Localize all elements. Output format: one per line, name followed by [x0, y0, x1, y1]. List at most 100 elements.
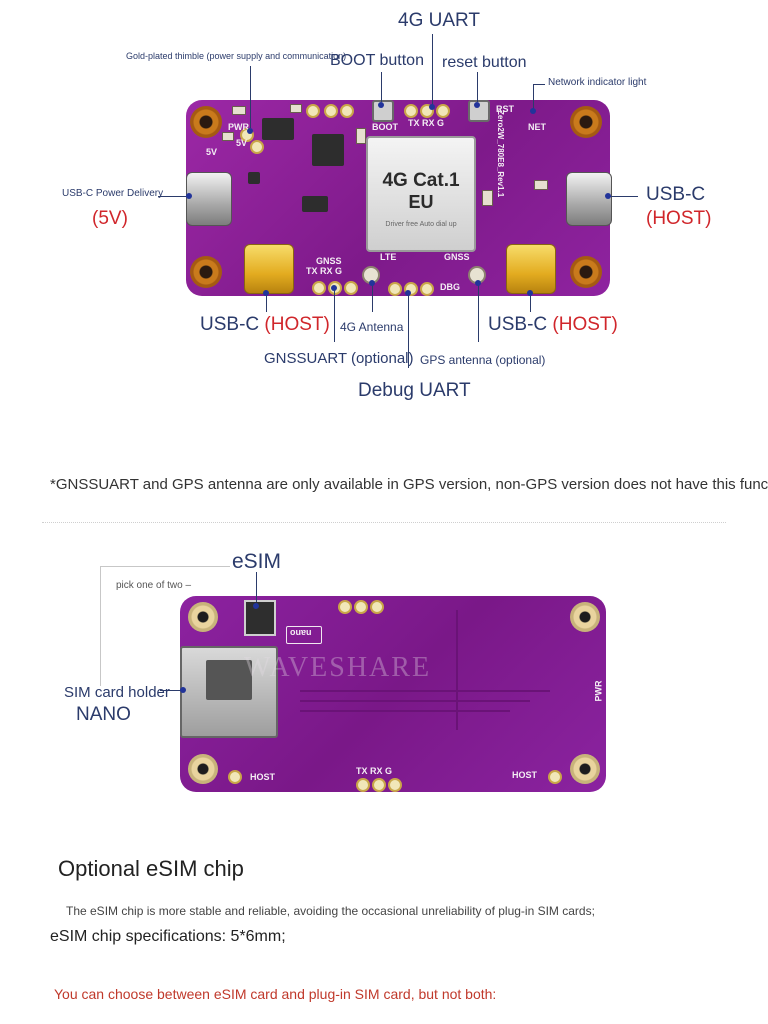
leader-thimble-h [250, 66, 251, 128]
sim-slot [206, 660, 252, 700]
dot-gnss-uart [331, 285, 337, 291]
label-pick-one: pick one of two – [116, 580, 192, 591]
trace-c [300, 710, 510, 712]
module-region: EU [408, 192, 434, 212]
chip-power-ic [262, 118, 294, 140]
silk-5v: 5V [236, 138, 248, 148]
footnote: *GNSSUART and GPS antenna are only avail… [50, 476, 768, 493]
silk-gnss-left: GNSS [316, 256, 342, 266]
back-pad-g [388, 778, 402, 792]
gnss-pad-3 [344, 281, 358, 295]
silk-rst: RST [496, 104, 514, 114]
usbc-host-bottom-right-connector [506, 244, 556, 294]
label-usbc-pd: USB-C Power Delivery [62, 188, 164, 199]
section-divider [42, 522, 726, 523]
leader-pick-h [100, 566, 230, 567]
leader-debug-uart [408, 294, 409, 368]
leader-boot [381, 72, 382, 102]
label-usbc-right-host: (HOST) [646, 208, 712, 229]
label-usbc-bottom-left: USB-C (HOST) [200, 314, 330, 336]
reset-button-part [468, 100, 490, 122]
label-net-light: Network indicator light [548, 77, 647, 88]
module-title: 4G Cat.1 [382, 170, 460, 191]
label-gold-thimble: Gold-plated thimble (power supply and co… [126, 51, 347, 61]
trace-a [300, 690, 550, 692]
dot-net [530, 108, 536, 114]
dot-usbc-right [605, 193, 611, 199]
smd-c [356, 128, 366, 144]
back-pad-host-r [548, 770, 562, 784]
top-pad-c [340, 104, 354, 118]
label-4g-uart: 4G UART [398, 10, 481, 31]
leader-gnss-uart [334, 290, 335, 342]
gnss-pad-1 [312, 281, 326, 295]
usbc-power-connector [186, 172, 232, 226]
dot-gps-ant [475, 280, 481, 286]
leader-net-h [533, 84, 545, 85]
label-boot-button: BOOT button [330, 52, 424, 69]
label-esim: eSIM [232, 550, 282, 573]
smd-e [534, 180, 548, 190]
chip-usb-hub [312, 134, 344, 166]
back-silk-nano: nano [290, 628, 312, 638]
chip-small-b [248, 172, 260, 184]
module-side-text: Zero2W_780E8_Rev1.1 [496, 110, 505, 198]
dot-esim [253, 603, 259, 609]
smd-a [232, 106, 246, 115]
back-pad-1 [338, 600, 352, 614]
silk-txrxg-top: TX RX G [408, 118, 445, 128]
top-pad-b [324, 104, 338, 118]
label-usbc-br-b: (HOST) [552, 314, 618, 335]
dbg-pad-3 [420, 282, 434, 296]
leader-usbc-right [608, 196, 638, 197]
back-silk-txrxg: TX RX G [356, 766, 393, 776]
dot-boot [378, 102, 384, 108]
leader-usbc-br [530, 292, 531, 312]
dot-reset [474, 102, 480, 108]
dot-4g-uart [429, 104, 435, 110]
trace-b [300, 700, 530, 702]
dot-sim-holder [180, 687, 186, 693]
leader-usbc-pd [158, 196, 188, 197]
smd-b [290, 104, 302, 113]
trace-d [456, 610, 458, 730]
label-usbc-right: USB-C [646, 184, 706, 205]
chip-small-a [302, 196, 328, 212]
dot-usbc-pd [186, 193, 192, 199]
leader-gps-ant [478, 282, 479, 342]
dot-debug-uart [405, 290, 411, 296]
dot-usbc-bl [263, 290, 269, 296]
leader-reset [477, 72, 478, 102]
label-usbc-bottom-right: USB-C (HOST) [488, 314, 618, 336]
mount-hole-tl [190, 106, 222, 138]
dot-usbc-br [527, 290, 533, 296]
dot-thimble [247, 128, 253, 134]
silk-boot: BOOT [372, 122, 398, 132]
leader-usbc-bl [266, 292, 267, 312]
silk-gnss-right: GNSS [444, 252, 470, 262]
label-4g-antenna: 4G Antenna [340, 320, 404, 334]
back-pad-tx [356, 778, 370, 792]
silk-txrxg-bottom: TX RX G [306, 266, 343, 276]
label-reset-button: reset button [442, 54, 527, 71]
dot-antenna-4g [369, 280, 375, 286]
back-silk-host-left: HOST [250, 772, 276, 782]
label-debug-uart: Debug UART [358, 380, 471, 401]
back-pad-host-l [228, 770, 242, 784]
leader-sim-holder [160, 690, 184, 691]
silk-pwr: PWR [228, 122, 249, 132]
label-sim-holder: SIM card holder [64, 684, 170, 701]
mount-hole-tr [570, 106, 602, 138]
silk-5v-left: 5V [206, 147, 218, 157]
label-usbc-bl-b: (HOST) [264, 314, 330, 335]
label-usbc-pd-volt: (5V) [92, 208, 128, 229]
uart4g-pad-g [436, 104, 450, 118]
leader-antenna-4g [372, 282, 373, 312]
back-mount-hole-tr [570, 602, 600, 632]
back-silk-host-right: HOST [512, 770, 538, 780]
label-nano: NANO [76, 704, 131, 725]
esim-desc-line3: You can choose between eSIM card and plu… [54, 986, 497, 1002]
watermark: WAVESHARE [244, 652, 432, 683]
esim-desc-line1: The eSIM chip is more stable and reliabl… [66, 904, 595, 918]
esim-heading: Optional eSIM chip [58, 856, 244, 881]
